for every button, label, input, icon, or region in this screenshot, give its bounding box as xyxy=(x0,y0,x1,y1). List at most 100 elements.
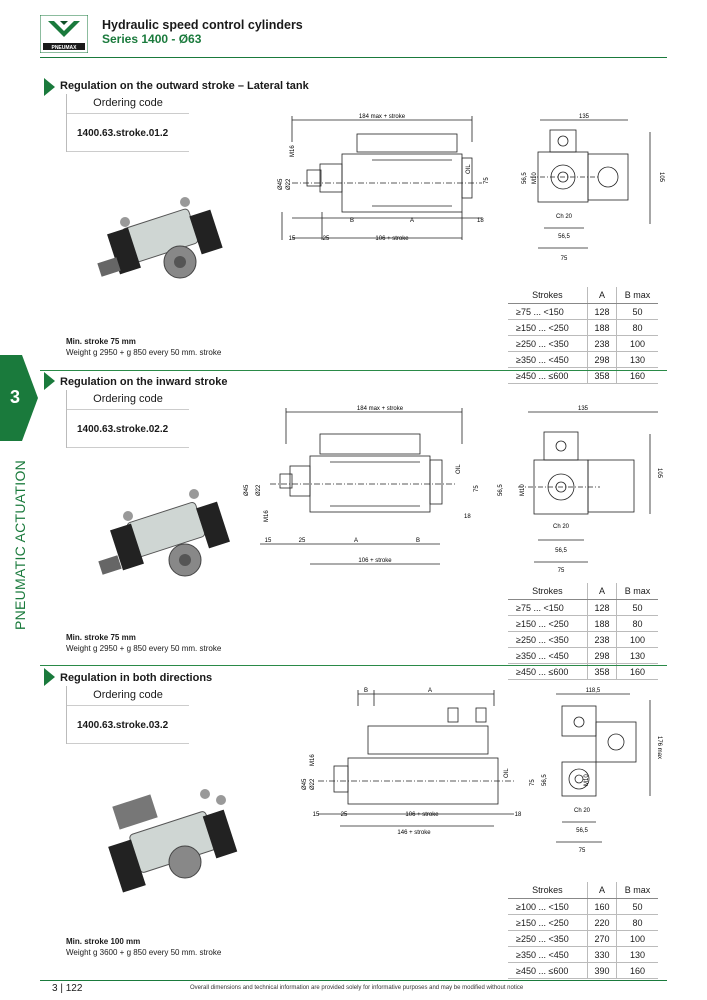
dim-m10: M10 xyxy=(520,484,526,496)
pneumax-logo: PNEUMAX xyxy=(39,14,89,54)
weight-note: Weight g 3600 + g 850 every 50 mm. strok… xyxy=(66,948,222,957)
page-subtitle: Series 1400 - Ø63 xyxy=(102,32,202,46)
dim-oil: OIL xyxy=(504,768,510,778)
dim-d22: Ø22 xyxy=(256,484,262,496)
chapter-tab[interactable]: 3 xyxy=(0,355,40,441)
dim-ch20: Ch 20 xyxy=(574,808,591,814)
dim-75w: 75 xyxy=(579,848,586,854)
col-strokes: Strokes xyxy=(508,882,588,899)
front-view-drawing: 118,5 176 max M10 56,5 75 Ch 20 56,5 75 xyxy=(530,688,662,854)
cylinder-photo xyxy=(97,197,223,279)
dim-d22: Ø22 xyxy=(310,778,316,790)
min-stroke: Min. stroke 75 mm xyxy=(66,337,136,346)
dim-135: 135 xyxy=(578,406,589,412)
dim-105: 105 xyxy=(658,172,664,183)
section-title: Regulation on the inward stroke xyxy=(60,376,228,388)
col-a: A xyxy=(587,287,618,304)
dim-565h: 56,5 xyxy=(576,828,588,834)
min-stroke: Min. stroke 75 mm xyxy=(66,633,136,642)
dim-d45: Ø45 xyxy=(244,484,250,496)
dim-75w: 75 xyxy=(561,256,568,262)
dim-135: 135 xyxy=(579,114,590,120)
stroke-note: Min. stroke 100 mm Weight g 3600 + g 850… xyxy=(66,936,221,958)
col-strokes: Strokes xyxy=(508,287,588,304)
dim-bottom: 106 + stroke xyxy=(405,812,439,818)
section-arrow-icon xyxy=(44,372,55,390)
footer-disclaimer: Overall dimensions and technical informa… xyxy=(190,985,524,991)
dim-105: 176 max xyxy=(656,736,662,759)
front-view-drawing: 135 105 M10 56,5 Ch 20 56,5 75 xyxy=(522,114,664,262)
section-divider xyxy=(40,370,667,371)
dim-d22: Ø22 xyxy=(286,178,292,190)
dim-d45: Ø45 xyxy=(302,778,308,790)
dim-a: A xyxy=(428,688,432,694)
dim-d45: Ø45 xyxy=(278,178,284,190)
dim-ch20: Ch 20 xyxy=(553,524,570,530)
col-a: A xyxy=(587,583,618,600)
stroke-note: Min. stroke 75 mm Weight g 2950 + g 850 … xyxy=(66,632,221,654)
page-number: 3 | 122 xyxy=(52,983,83,994)
dim-m16: M16 xyxy=(264,510,270,522)
weight-note: Weight g 2950 + g 850 every 50 mm. strok… xyxy=(66,348,222,357)
dim-18: 18 xyxy=(477,218,484,224)
dim-565h: 56,5 xyxy=(558,234,570,240)
dim-m16: M16 xyxy=(290,145,296,157)
stroke-note: Min. stroke 75 mm Weight g 2950 + g 850 … xyxy=(66,336,221,358)
dim-25: 25 xyxy=(341,812,348,818)
dim-25: 25 xyxy=(299,538,306,544)
dim-top: 184 max + stroke xyxy=(359,114,406,120)
col-bmax: B max xyxy=(616,287,658,304)
section-title: Regulation on the outward stroke – Later… xyxy=(60,80,309,92)
ordering-code-box: Ordering code 1400.63.stroke.03.2 xyxy=(66,686,189,744)
dim-b: B xyxy=(416,538,420,544)
dim-565v: 56,5 xyxy=(522,172,528,184)
ordering-code: 1400.63.stroke.03.2 xyxy=(67,706,189,744)
weight-note: Weight g 2950 + g 850 every 50 mm. strok… xyxy=(66,644,222,653)
ordering-code: 1400.63.stroke.01.2 xyxy=(67,114,189,152)
min-stroke: Min. stroke 100 mm xyxy=(66,937,141,946)
dim-75: 75 xyxy=(530,779,536,786)
ordering-code-label: Ordering code xyxy=(67,390,189,410)
dim-75: 75 xyxy=(484,177,490,184)
dim-b: B xyxy=(350,218,354,224)
dim-b: B xyxy=(364,688,368,694)
side-view-drawing: B A 15 25 106 + stroke 18 146 + stroke Ø… xyxy=(302,688,522,836)
dim-m10: M10 xyxy=(584,774,590,786)
dim-75: 75 xyxy=(474,485,480,492)
brand-text: PNEUMAX xyxy=(51,45,77,51)
dim-m10: M10 xyxy=(532,172,538,184)
ordering-code-box: Ordering code 1400.63.stroke.01.2 xyxy=(66,94,189,152)
chapter-number: 3 xyxy=(10,387,21,407)
dim-a: A xyxy=(410,218,414,224)
footer-divider xyxy=(40,980,667,981)
cylinder-photo xyxy=(98,489,230,577)
dim-top: 184 max + stroke xyxy=(357,406,404,412)
cylinder-photo xyxy=(108,789,238,893)
dim-565v: 56,5 xyxy=(498,484,504,496)
col-bmax: B max xyxy=(616,583,658,600)
dim-top: 146 + stroke xyxy=(397,830,431,836)
dim-565v: 56,5 xyxy=(542,774,548,786)
dim-18: 18 xyxy=(515,812,522,818)
ordering-code-label: Ordering code xyxy=(67,686,189,706)
chapter-label-wrap: PNEUMATIC ACTUATION xyxy=(0,455,40,635)
front-view-drawing: 135 105 M10 56,5 75 Ch 20 56,5 75 xyxy=(498,406,662,574)
section-title: Regulation in both directions xyxy=(60,672,213,684)
dim-75w: 75 xyxy=(558,568,565,574)
dim-105: 105 xyxy=(656,468,662,479)
side-view-drawing: 184 max + stroke 15 25 A B 18 106 + stro… xyxy=(244,406,480,565)
